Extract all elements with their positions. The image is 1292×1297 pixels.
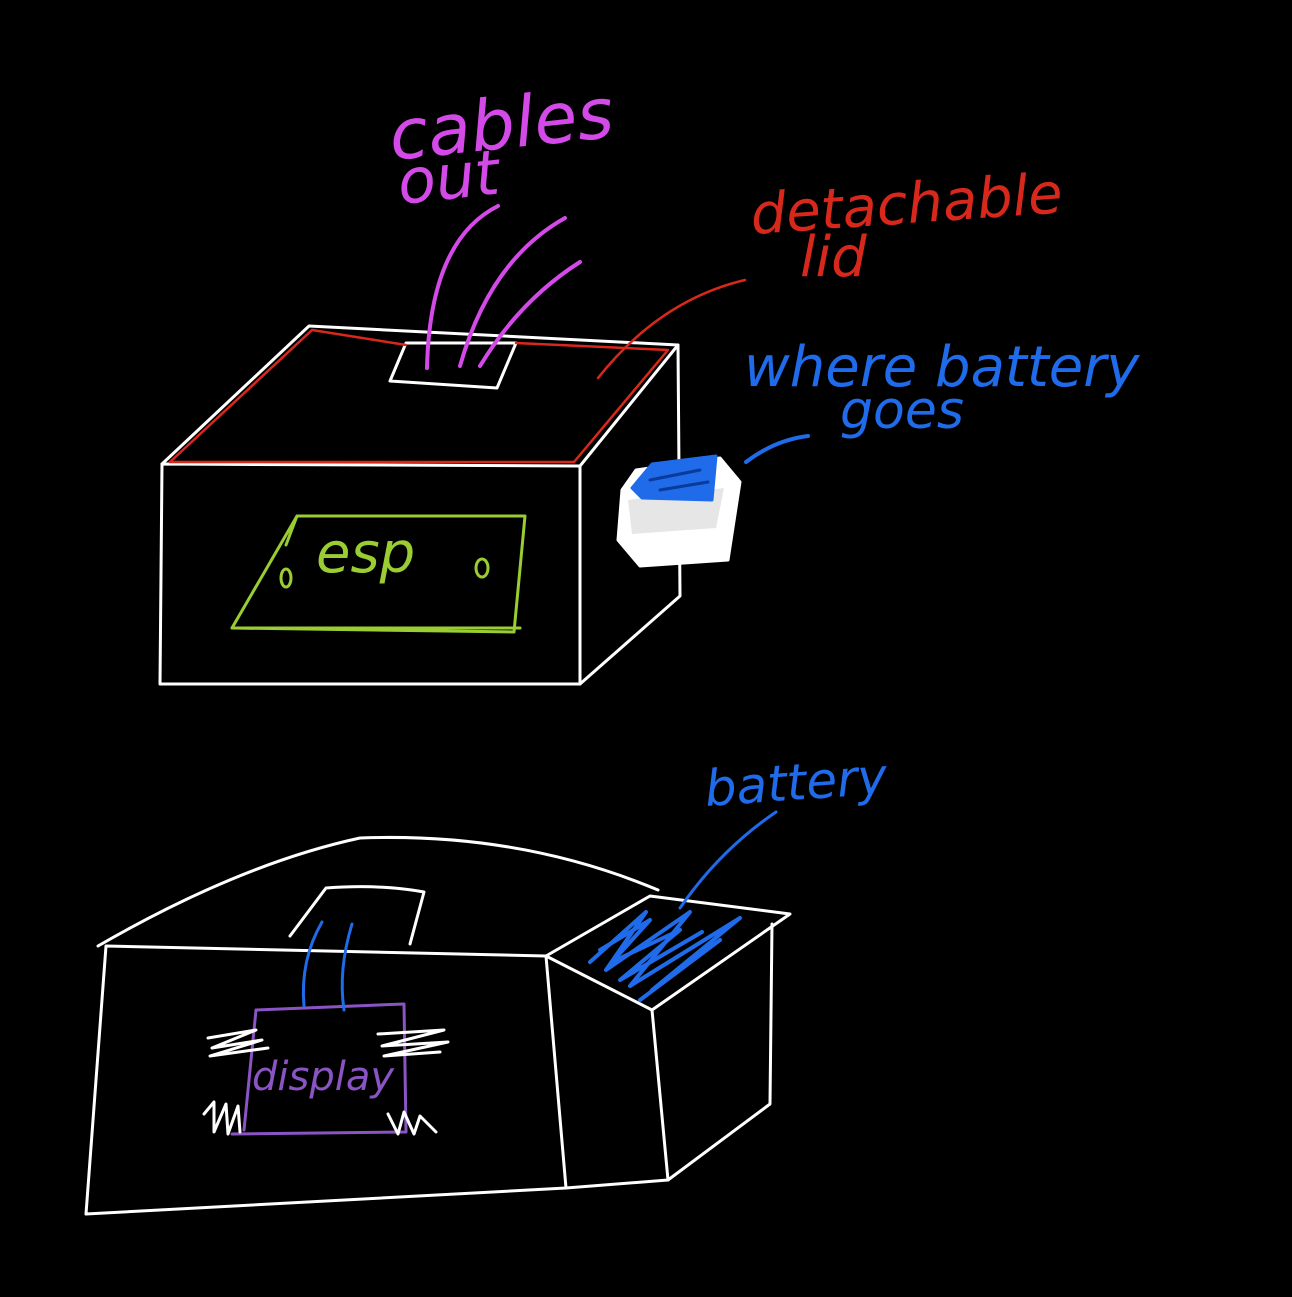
display-wires (301, 920, 354, 1012)
detachable-lid-label-line1: detachable (748, 161, 1064, 248)
clip-top-left (206, 1028, 270, 1058)
battery-pointer-line (744, 434, 810, 464)
esp-mount-hole-left (279, 567, 293, 589)
battery-location-label-line1: where battery (744, 335, 1140, 400)
top-enclosure (158, 324, 682, 686)
esp-board (230, 514, 527, 634)
battery-lower-label: battery (703, 747, 891, 818)
bottom-cable-opening (288, 885, 426, 946)
top-box-top-face (160, 324, 680, 468)
lid-pointer-line (596, 278, 747, 380)
cables-out-label-line2: out (394, 135, 505, 218)
battery-module (544, 894, 792, 1012)
clip-bottom-left (202, 1100, 242, 1136)
battery-bottom (588, 810, 778, 1002)
annotations: cables out detachable lid where battery … (385, 72, 1140, 818)
clip-top-right (376, 1028, 450, 1058)
display-label: display (252, 1054, 395, 1100)
clip-bottom-right (386, 1110, 438, 1136)
battery-location-label-line2: goes (840, 381, 964, 441)
cables (425, 204, 582, 370)
display-clips (202, 1028, 450, 1136)
top-box-side-face (578, 343, 682, 686)
esp-label: esp (316, 521, 415, 586)
bottom-box-top-face (96, 835, 660, 948)
bottom-enclosure (84, 835, 792, 1216)
detachable-lid-outline (168, 278, 747, 464)
esp-mount-hole-right (474, 557, 490, 579)
detachable-lid-label-line2: lid (800, 225, 867, 290)
cable-opening (388, 341, 518, 390)
battery-lower-pointer-line (678, 810, 778, 910)
battery-compartment-top (616, 434, 810, 568)
